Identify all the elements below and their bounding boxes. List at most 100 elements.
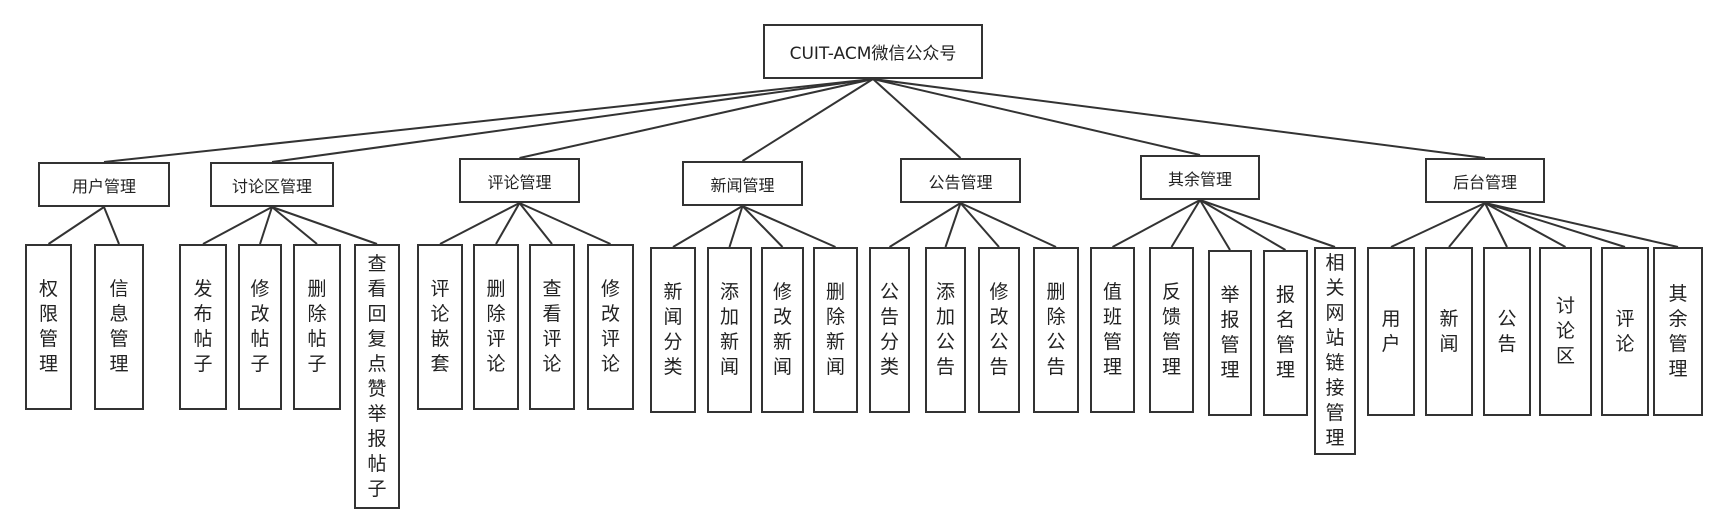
feature-node-label: 公告	[1497, 307, 1517, 355]
feature-node-label: 讨论区	[1555, 295, 1575, 367]
feature-node-label: 举报管理	[1220, 284, 1240, 381]
feature-node-label: 删除新闻	[825, 281, 845, 378]
module-to-feature-line	[271, 206, 378, 245]
module-to-feature-line	[1170, 199, 1201, 248]
module-to-feature-line	[1390, 202, 1486, 248]
module-node-label: 公告管理	[928, 172, 993, 192]
feature-node: 信息管理	[94, 244, 144, 410]
feature-node: 相关网站链接管理	[1314, 247, 1356, 455]
feature-node: 值班管理	[1090, 247, 1135, 413]
module-to-feature-line	[1112, 199, 1201, 248]
module-to-feature-line	[1199, 199, 1231, 251]
module-to-feature-line	[495, 202, 521, 245]
feature-node: 删除帖子	[293, 244, 341, 410]
feature-node: 权限管理	[25, 244, 72, 410]
module-node: 其余管理	[1140, 155, 1260, 200]
feature-node: 删除评论	[473, 244, 519, 410]
feature-node: 新闻	[1425, 247, 1473, 416]
feature-node: 评论	[1601, 247, 1649, 416]
module-to-feature-line	[959, 202, 1000, 248]
feature-node: 发布帖子	[179, 244, 227, 410]
feature-node-label: 值班管理	[1102, 281, 1122, 378]
module-node: 评论管理	[459, 158, 580, 203]
module-to-feature-line	[1484, 202, 1566, 248]
feature-node: 评论嵌套	[417, 244, 463, 410]
module-to-feature-line	[259, 206, 273, 245]
module-to-feature-line	[519, 202, 611, 245]
feature-node: 其余管理	[1653, 247, 1703, 416]
feature-node-label: 评论嵌套	[430, 278, 450, 375]
module-to-feature-line	[518, 202, 553, 245]
module-to-feature-line	[103, 206, 120, 245]
feature-node: 举报管理	[1208, 250, 1252, 416]
module-node-label: 讨论区管理	[231, 176, 312, 196]
feature-node: 查看回复点赞举报帖子	[354, 244, 400, 509]
feature-node-label: 新闻分类	[663, 281, 683, 378]
module-node-label: 新闻管理	[710, 175, 775, 195]
module-to-feature-line	[944, 202, 962, 248]
feature-node-label: 用户	[1381, 307, 1401, 355]
feature-node-label: 删除公告	[1046, 281, 1066, 378]
feature-node: 公告	[1483, 247, 1531, 416]
root-node-label: CUIT-ACM微信公众号	[789, 44, 957, 64]
feature-node-label: 删除帖子	[307, 278, 327, 375]
feature-node: 查看评论	[529, 244, 575, 410]
module-to-feature-line	[728, 205, 744, 248]
module-to-feature-line	[1484, 202, 1626, 248]
feature-node-label: 报名管理	[1275, 284, 1295, 381]
feature-node-label: 修改公告	[989, 281, 1009, 378]
feature-node: 删除新闻	[813, 247, 858, 413]
module-to-feature-line	[271, 206, 318, 245]
root-to-module-line	[519, 78, 874, 159]
feature-node: 删除公告	[1033, 247, 1079, 413]
feature-node: 公告分类	[869, 247, 910, 413]
feature-node-label: 相关网站链接管理	[1325, 252, 1345, 449]
module-node: 讨论区管理	[210, 162, 334, 207]
module-to-feature-line	[960, 202, 1057, 248]
module-node-label: 评论管理	[487, 172, 552, 192]
feature-node-label: 删除评论	[486, 278, 506, 375]
root-to-module-line	[872, 78, 962, 159]
module-to-feature-line	[202, 206, 273, 245]
feature-node-label: 公告分类	[879, 281, 899, 378]
module-node: 后台管理	[1425, 158, 1545, 203]
feature-node-label: 新闻	[1439, 307, 1459, 355]
feature-node-label: 修改帖子	[250, 278, 270, 375]
feature-node-label: 发布帖子	[193, 278, 213, 375]
feature-node: 反馈管理	[1149, 247, 1194, 413]
feature-node: 讨论区	[1539, 247, 1592, 416]
module-to-feature-line	[888, 202, 962, 248]
module-to-feature-line	[741, 205, 784, 248]
module-to-feature-line	[47, 206, 105, 245]
module-to-feature-line	[1199, 199, 1287, 251]
root-to-module-line	[741, 78, 874, 162]
feature-node: 用户	[1367, 247, 1415, 416]
root-to-module-line	[872, 78, 1486, 159]
root-node: CUIT-ACM微信公众号	[763, 24, 983, 79]
module-node: 公告管理	[900, 158, 1021, 203]
feature-node: 修改公告	[978, 247, 1020, 413]
feature-node-label: 查看回复点赞举报帖子	[367, 252, 387, 500]
module-to-feature-line	[672, 205, 744, 248]
feature-node: 添加公告	[925, 247, 966, 413]
feature-node-label: 添加新闻	[719, 281, 739, 378]
module-node-label: 后台管理	[1452, 172, 1517, 192]
module-to-feature-line	[439, 202, 520, 245]
feature-node-label: 信息管理	[109, 278, 129, 375]
module-to-feature-line	[1484, 202, 1508, 248]
root-to-module-line	[271, 78, 874, 163]
module-node: 用户管理	[38, 162, 170, 207]
module-node-label: 其余管理	[1167, 169, 1232, 189]
feature-node-label: 评论	[1615, 307, 1635, 355]
module-to-feature-line	[742, 205, 836, 248]
feature-node: 修改帖子	[238, 244, 282, 410]
feature-node-label: 添加公告	[935, 281, 955, 378]
feature-node-label: 修改新闻	[772, 281, 792, 378]
feature-node-label: 反馈管理	[1161, 281, 1181, 378]
root-to-module-line	[103, 78, 874, 163]
feature-node-label: 修改评论	[600, 278, 620, 375]
feature-node: 修改新闻	[761, 247, 804, 413]
feature-node-label: 查看评论	[542, 278, 562, 375]
module-to-feature-line	[1199, 199, 1336, 248]
